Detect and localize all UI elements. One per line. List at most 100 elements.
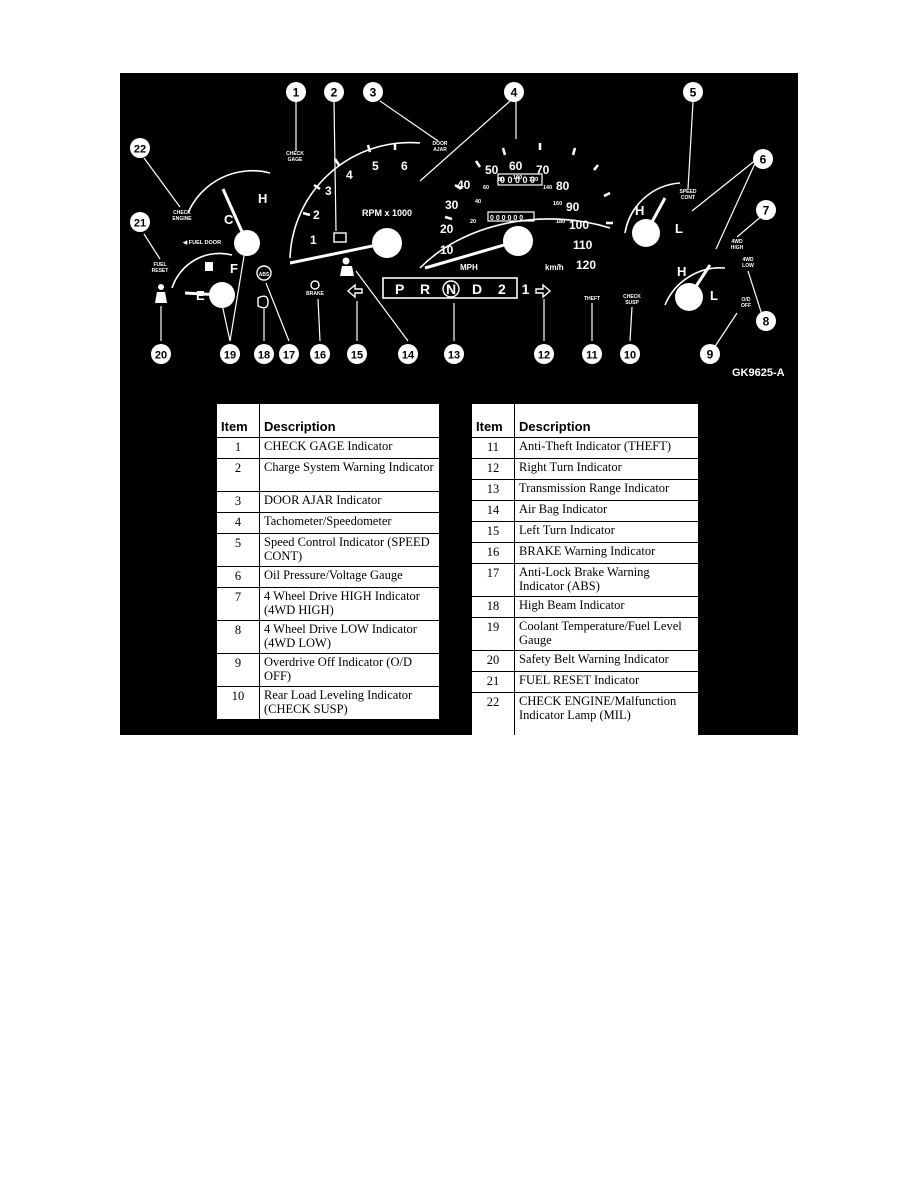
check-gage-label: GAGE [288,157,303,163]
check-gage-label: CHECK [286,151,304,157]
item-number: 12 [471,458,515,480]
callout-17: 17 [279,344,299,364]
oil-l-label: L [675,221,683,236]
item-description: Transmission Range Indicator [514,479,699,501]
speed-cont-label: SPEED [680,189,697,195]
item-number: 17 [471,563,515,597]
theft-label: THEFT [584,296,600,302]
kmh-number: 160 [553,201,562,207]
kmh-number: 60 [483,185,489,191]
check-susp-label: SUSP [625,300,639,306]
item-description: Right Turn Indicator [514,458,699,480]
item-description: CHECK GAGE Indicator [259,437,440,459]
speed-number: 20 [440,222,454,236]
speedo-needle [424,239,519,270]
svg-text:9: 9 [707,348,714,362]
speed-numbers: 10 20 30 40 50 60 70 80 90 100 110 120 [440,159,596,272]
cluster-diagram: C H E F H L H L 1 2 3 4 5 6 RPM x 1000 1… [130,82,785,379]
item-description: BRAKE Warning Indicator [514,542,699,564]
speed-number: 100 [569,218,589,232]
fuel-door-label: ◀ FUEL DOOR [182,239,221,246]
check-engine-label: CHECK [173,210,191,216]
airbag-icon-head [342,257,350,265]
figure-code: GK9625-A [732,367,785,379]
description-header: Description [259,403,440,438]
callout-19: 19 [220,344,240,364]
instrument-cluster-figure: C H E F H L H L 1 2 3 4 5 6 RPM x 1000 1… [120,73,798,735]
brake-label: BRAKE [306,291,324,297]
item-number: 16 [471,542,515,564]
coolant-gauge-arc [187,169,271,214]
od-off-label: O/D [742,297,751,303]
item-number: 7 [216,587,260,621]
tach-numbers: 1 2 3 4 5 6 [310,159,408,247]
check-susp-label: CHECK [623,294,641,300]
svg-text:20: 20 [155,350,167,362]
gauge-ticks [302,143,613,225]
fuel-pump-icon [205,262,213,271]
svg-text:13: 13 [448,350,460,362]
airbag-icon [340,266,354,276]
item-description: 4 Wheel Drive HIGH Indicator (4WD HIGH) [259,587,440,621]
battery-icon [333,232,347,243]
item-description: Coolant Temperature/Fuel Level Gauge [514,617,699,651]
seatbelt-icon-head [158,284,164,290]
tach-number: 4 [346,168,353,182]
gear-range-text: P R N D 2 1 [395,281,535,297]
callout-16: 16 [310,344,330,364]
fuel-f-label: F [230,261,238,276]
callout-14: 14 [398,344,418,364]
indicator-icons [256,265,552,309]
speed-number: 40 [457,178,471,192]
kmh-number: 40 [475,199,481,205]
item-header: Item [471,403,515,438]
right-turn-icon [535,283,552,299]
item-number: 1 [216,437,260,459]
volt-gauge-arc [664,267,726,306]
gear-d-circle [442,280,460,298]
door-ajar-label: DOOR [433,141,448,147]
speed-number: 110 [573,238,593,252]
rpm-label: RPM x 1000 [362,208,412,218]
abs-icon [256,265,272,281]
callout-2: 2 [324,82,344,102]
od-off-label: OFF [741,303,751,309]
gauge-letters: C H E F H L H L [196,191,718,303]
coolant-c-label: C [224,212,234,227]
item-number: 11 [471,437,515,459]
tach-number: 1 [310,233,317,247]
kmh-number: 180 [556,219,565,225]
item-number: 18 [471,596,515,618]
callout-8: 8 [756,311,776,331]
speedometer-arc [419,218,611,269]
item-number: 19 [471,617,515,651]
odometer-window [497,173,543,186]
gauge-needles [184,188,712,298]
callout-18: 18 [254,344,274,364]
mph-label: MPH [460,263,478,272]
tach-number: 5 [372,159,379,173]
item-description: FUEL RESET Indicator [514,671,699,693]
item-description: Speed Control Indicator (SPEED CONT) [259,533,440,567]
svg-text:16: 16 [314,350,326,362]
tach-number: 6 [401,159,408,173]
item-description: High Beam Indicator [514,596,699,618]
fuel-reset-label: FUEL [153,262,166,268]
svg-text:12: 12 [538,350,550,362]
coolant-hub [234,230,260,256]
item-number: 20 [471,650,515,672]
speed-number: 90 [566,200,580,214]
filled-icons [155,257,354,303]
svg-text:10: 10 [624,350,636,362]
callout-13: 13 [444,344,464,364]
trip-readout: 0 0 0 0 0 0 [490,215,523,222]
